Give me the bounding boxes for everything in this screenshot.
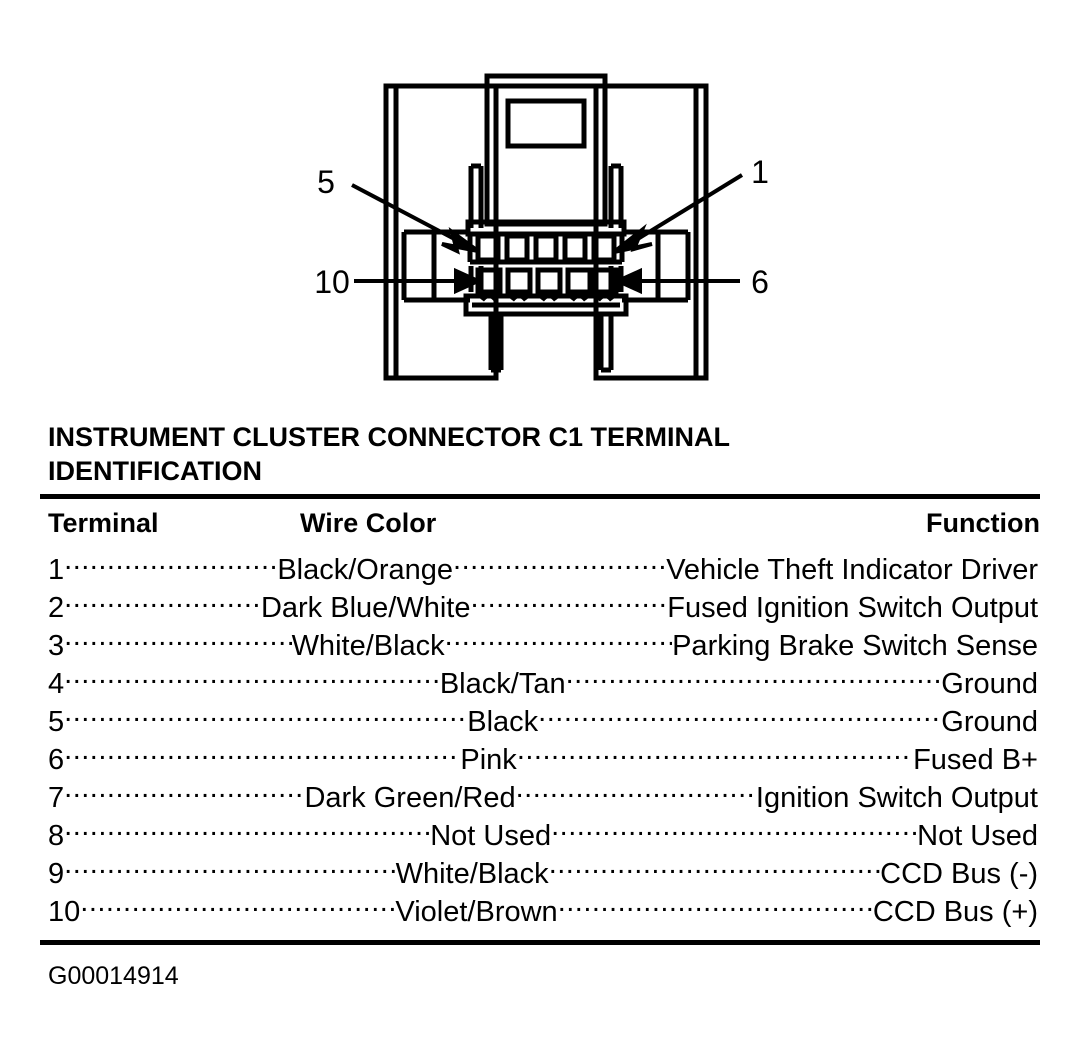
- leader-dots: [549, 854, 880, 883]
- guide-rib-upper-left: [468, 163, 484, 228]
- terminal-cavity-7: [565, 267, 593, 295]
- terminal-cavity-3: [533, 233, 559, 263]
- housing-latch-tab: [484, 73, 608, 227]
- table-body: 1 Black/Orange Vehicle Theft Indicator D…: [40, 548, 1040, 930]
- figure-reference-code: G00014914: [48, 962, 179, 990]
- guide-rib-upper-right: [608, 163, 624, 228]
- leader-dots: [64, 702, 467, 731]
- leader-dots: [445, 626, 672, 655]
- cell-terminal: 7: [48, 782, 65, 814]
- cell-terminal: 6: [48, 744, 65, 776]
- leader-dots: [551, 816, 917, 845]
- cell-terminal: 1: [48, 554, 65, 586]
- cell-wire-color: White/Black: [395, 858, 549, 890]
- cell-function: Ignition Switch Output: [755, 782, 1038, 814]
- leader-dots: [64, 588, 261, 617]
- cell-function: Fused Ignition Switch Output: [667, 592, 1039, 624]
- terminal-cavity-2: [562, 233, 588, 263]
- table-row: 5 Black Ground: [40, 702, 1040, 740]
- cell-function: Fused B+: [913, 744, 1038, 776]
- leader-dots: [64, 664, 440, 693]
- table-row: 2 Dark Blue/White Fused Ignition Switch …: [40, 588, 1040, 626]
- leader-dots: [516, 778, 756, 807]
- table-row: 7 Dark Green/Red Ignition Switch Output: [40, 778, 1040, 816]
- cell-terminal: 9: [48, 858, 65, 890]
- terminal-identification-table: Terminal Wire Color Function 1 Black/Ora…: [40, 494, 1040, 945]
- table-header-row: Terminal Wire Color Function: [40, 508, 1040, 548]
- caption-line-2: IDENTIFICATION: [48, 456, 262, 486]
- callout-6-arrowhead: [613, 267, 642, 295]
- cell-wire-color: Dark Blue/White: [260, 592, 471, 624]
- terminal-shelf-lower: [463, 293, 629, 317]
- terminal-cavity-row-upper: [467, 233, 625, 265]
- cell-function: Vehicle Theft Indicator Driver: [666, 554, 1038, 586]
- callout-leaders: [351, 173, 744, 295]
- cell-wire-color: Black: [467, 706, 539, 738]
- cell-terminal: 4: [48, 668, 65, 700]
- diagram-caption: INSTRUMENT CLUSTER CONNECTOR C1 TERMINAL…: [48, 420, 1008, 488]
- terminal-cavity-8: [535, 267, 563, 295]
- cell-wire-color: Violet/Brown: [395, 896, 558, 928]
- callout-10-arrowhead: [454, 267, 483, 295]
- table-row: 1 Black/Orange Vehicle Theft Indicator D…: [40, 550, 1040, 588]
- leader-dots: [64, 740, 460, 769]
- cell-wire-color: Not Used: [430, 820, 552, 852]
- terminal-cavity-9: [505, 267, 533, 295]
- table-row: 10 Violet/Brown CCD Bus (+): [40, 892, 1040, 930]
- table-rule-bottom: [40, 940, 1040, 945]
- connector-illustration: 5 1 10 6: [314, 73, 769, 381]
- table-row: 4 Black/Tan Ground: [40, 664, 1040, 702]
- leader-dots: [470, 588, 667, 617]
- leader-dots: [64, 816, 430, 845]
- callout-label-6: 6: [751, 264, 769, 300]
- callout-label-10: 10: [314, 264, 350, 300]
- cell-wire-color: White/Black: [291, 630, 445, 662]
- table-row: 3 White/Black Parking Brake Switch Sense: [40, 626, 1040, 664]
- table-rule-top: [40, 494, 1040, 499]
- housing-right-notch: [622, 229, 691, 303]
- cell-wire-color: Black/Tan: [439, 668, 566, 700]
- column-header-wire-color: Wire Color: [300, 508, 437, 538]
- leader-dots: [538, 702, 941, 731]
- callout-5-arrowhead: [441, 227, 480, 255]
- cell-function: Ground: [941, 706, 1039, 738]
- cell-function: Ground: [941, 668, 1039, 700]
- callout-1-leader: [634, 173, 744, 242]
- cell-wire-color: Black/Orange: [277, 554, 454, 586]
- cell-wire-color: Pink: [460, 744, 517, 776]
- connector-diagram: 5 1 10 6: [0, 0, 1076, 410]
- cell-terminal: 2: [48, 592, 65, 624]
- terminal-shelf-upper: [465, 219, 627, 237]
- caption-line-1: INSTRUMENT CLUSTER CONNECTOR C1 TERMINAL: [48, 422, 731, 452]
- cell-function: Not Used: [917, 820, 1039, 852]
- cell-terminal: 10: [48, 896, 81, 928]
- callout-label-1: 1: [751, 154, 769, 190]
- leader-dots: [64, 778, 304, 807]
- table-row: 8 Not Used Not Used: [40, 816, 1040, 854]
- cell-terminal: 5: [48, 706, 65, 738]
- callout-5-leader: [351, 183, 463, 245]
- terminal-cavity-4: [504, 233, 530, 263]
- leader-dots: [453, 550, 666, 579]
- leader-dots: [517, 740, 913, 769]
- housing-bottom-ribs: [488, 314, 614, 373]
- leader-dots: [64, 854, 395, 883]
- cell-function: CCD Bus (+): [872, 896, 1038, 928]
- column-header-terminal: Terminal: [48, 508, 159, 538]
- leader-dots: [80, 892, 395, 921]
- leader-dots: [566, 664, 942, 693]
- table-row: 9 White/Black CCD Bus (-): [40, 854, 1040, 892]
- cell-terminal: 8: [48, 820, 65, 852]
- callout-1-arrowhead: [612, 223, 653, 254]
- cell-terminal: 3: [48, 630, 65, 662]
- leader-dots: [558, 892, 873, 921]
- leader-dots: [64, 550, 277, 579]
- leader-dots: [64, 626, 291, 655]
- cell-wire-color: Dark Green/Red: [304, 782, 516, 814]
- column-header-function: Function: [926, 508, 1040, 538]
- cell-function: Parking Brake Switch Sense: [672, 630, 1038, 662]
- cell-function: CCD Bus (-): [880, 858, 1039, 890]
- table-row: 6 Pink Fused B+: [40, 740, 1040, 778]
- callout-label-5: 5: [317, 164, 335, 200]
